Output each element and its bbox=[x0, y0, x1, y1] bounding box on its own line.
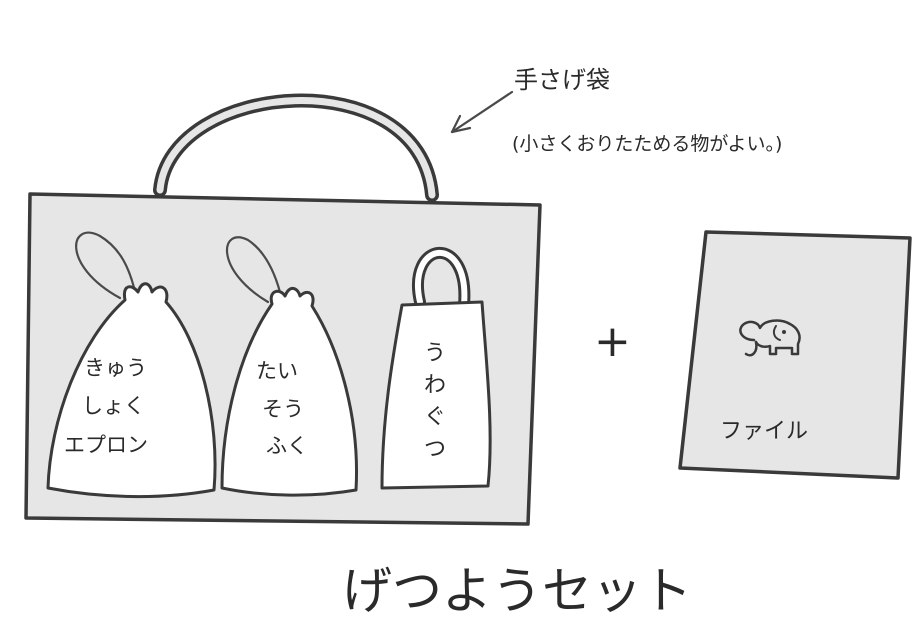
annotation-note: (小さくおりたためる物がよい。) bbox=[512, 133, 782, 155]
bag-loop bbox=[75, 231, 138, 300]
file-label: ファイル bbox=[720, 419, 808, 444]
drawstring-bag-apron: きゅう しょく エプロン bbox=[46, 231, 217, 499]
shoe-bag-label-char4: つ bbox=[424, 437, 446, 462]
shoe-bag: う わ ぐ つ bbox=[380, 246, 492, 490]
bag-apron-label-line1: きゅう bbox=[84, 356, 147, 380]
shoe-bag-body bbox=[380, 300, 492, 490]
shoe-bag-label-char3: ぐ bbox=[424, 405, 446, 430]
bag-loop bbox=[226, 236, 284, 304]
arrow-icon bbox=[450, 90, 514, 134]
drawstring-bag-gym-clothes: たい そう ふく bbox=[220, 236, 358, 497]
tote-bag-handle bbox=[153, 93, 439, 202]
bag-apron-label-line2: しょく bbox=[82, 394, 145, 418]
bag-body bbox=[220, 287, 358, 497]
annotation-title: 手さげ袋 bbox=[514, 66, 610, 94]
bag-body bbox=[46, 282, 217, 499]
bag-gym-label-line1: たい bbox=[256, 359, 298, 383]
shoe-bag-label-char2: わ bbox=[424, 373, 446, 398]
elephant-icon bbox=[739, 319, 801, 357]
bag-gym-label-line3: ふく bbox=[266, 434, 308, 458]
plus-sign: + bbox=[594, 316, 631, 367]
file-folder: ファイル bbox=[678, 230, 912, 480]
bag-gym-label-line2: そう bbox=[262, 397, 304, 421]
bag-apron-label-line3: エプロン bbox=[64, 433, 148, 457]
caption-title: げつようセット bbox=[342, 562, 692, 620]
shoe-bag-label-char1: う bbox=[424, 341, 446, 366]
